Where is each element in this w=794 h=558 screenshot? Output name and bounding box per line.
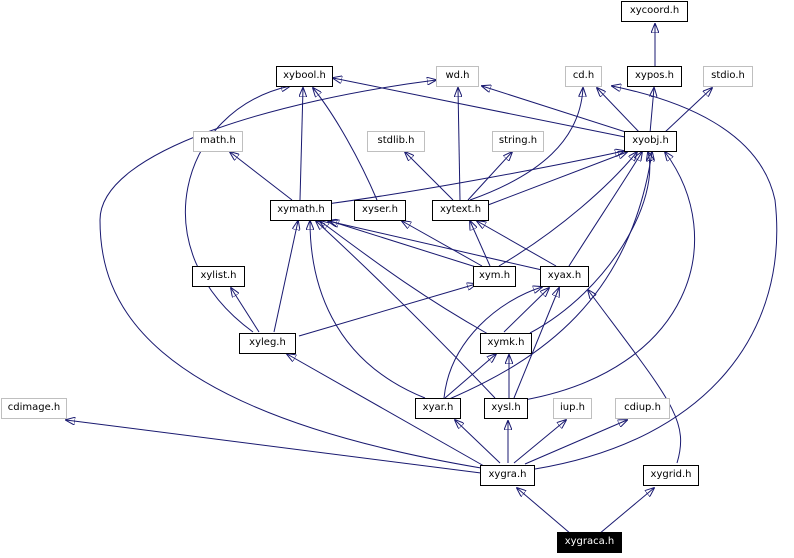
- edge-xyser-xybool: [313, 88, 378, 201]
- edge-xyleg-xybool: [185, 86, 290, 333]
- edge-xygra-cdiup: [524, 420, 627, 465]
- node-xyleg[interactable]: xyleg.h: [239, 333, 296, 354]
- edge-xymk-xymath: [320, 221, 489, 335]
- node-xyar[interactable]: xyar.h: [415, 398, 461, 419]
- node-xymk[interactable]: xymk.h: [480, 333, 532, 354]
- node-string: string.h: [492, 131, 544, 152]
- edge-xysl-xyobj: [523, 152, 696, 401]
- edge-xytext-cd: [469, 88, 583, 201]
- edge-xym-xyobj: [498, 152, 637, 267]
- edge-xym-xytext: [470, 221, 491, 267]
- edge-xysl-xymath: [316, 221, 496, 399]
- node-xyser[interactable]: xyser.h: [354, 200, 406, 221]
- edge-xyax-xytext: [477, 221, 557, 267]
- node-xymath[interactable]: xymath.h: [270, 200, 332, 221]
- node-xypos[interactable]: xypos.h: [627, 66, 682, 87]
- node-xycoord[interactable]: xycoord.h: [621, 1, 688, 22]
- edge-xyax-xymath: [328, 221, 543, 271]
- edge-xymath-math: [230, 152, 293, 201]
- edge-xysl-xyax: [513, 288, 559, 399]
- edge-xyobj-stdio: [663, 88, 712, 134]
- edge-xyleg-xylist: [231, 288, 260, 333]
- node-cd: cd.h: [565, 66, 602, 87]
- node-xyax[interactable]: xyax.h: [540, 266, 589, 287]
- node-xylist[interactable]: xylist.h: [192, 266, 245, 287]
- edge-xymk-xyax: [503, 288, 549, 333]
- node-wd: wd.h: [436, 66, 479, 87]
- node-stdio: stdio.h: [703, 66, 753, 87]
- edge-xytext-xyobj: [487, 152, 627, 206]
- node-xysl[interactable]: xysl.h: [484, 398, 528, 419]
- edge-xymath-xybool: [300, 88, 303, 201]
- edge-xytext-stdlib: [405, 152, 454, 201]
- node-xygra[interactable]: xygra.h: [480, 465, 535, 486]
- edge-xygra-iup: [513, 420, 566, 464]
- edge-xygra-cd: [534, 86, 778, 470]
- edge-xyleg-xym: [298, 284, 476, 337]
- node-cdiup: cdiup.h: [615, 398, 670, 419]
- edge-xyobj-wd: [482, 86, 633, 135]
- edge-xygra-xyleg: [287, 354, 485, 467]
- edge-xyobj-xypos: [650, 88, 654, 134]
- edge-xyar-xymath: [310, 221, 426, 399]
- node-stdlib: stdlib.h: [367, 131, 425, 152]
- node-iup: iup.h: [553, 398, 592, 419]
- node-cdimage: cdimage.h: [1, 398, 67, 419]
- node-xygrid[interactable]: xygrid.h: [643, 465, 699, 486]
- edge-xygraca-xygrid: [598, 488, 654, 535]
- node-xygraca-current: xygraca.h: [557, 532, 622, 553]
- edge-xyobj-cd: [597, 88, 641, 134]
- edge-xygra-cdimage: [66, 420, 482, 474]
- edge-xygra-xyar: [455, 420, 501, 464]
- node-xyobj[interactable]: xyobj.h: [624, 131, 677, 152]
- edge-xyar-xyax: [443, 287, 542, 399]
- node-xybool[interactable]: xybool.h: [276, 66, 333, 87]
- edge-xyar-xyobj: [446, 152, 652, 401]
- edge-xymath-xyobj: [326, 151, 624, 205]
- edge-xyleg-xymath: [273, 221, 298, 333]
- edge-xytext-wd: [458, 88, 460, 201]
- node-xym[interactable]: xym.h: [473, 266, 516, 287]
- node-xytext[interactable]: xytext.h: [432, 200, 489, 221]
- edge-xym-xymath: [330, 221, 477, 268]
- edge-xygra-wd: [99, 80, 482, 469]
- edge-xygraca-xygra: [517, 488, 572, 535]
- edge-xyar-xymk: [444, 354, 496, 399]
- edge-xytext-string: [467, 152, 512, 201]
- node-math: math.h: [193, 131, 243, 152]
- edge-xymk-xyobj: [529, 152, 650, 334]
- edge-xyax-xyobj: [568, 152, 642, 267]
- edge-xygrid-xyax: [588, 290, 682, 464]
- edge-xym-xyser: [402, 221, 483, 267]
